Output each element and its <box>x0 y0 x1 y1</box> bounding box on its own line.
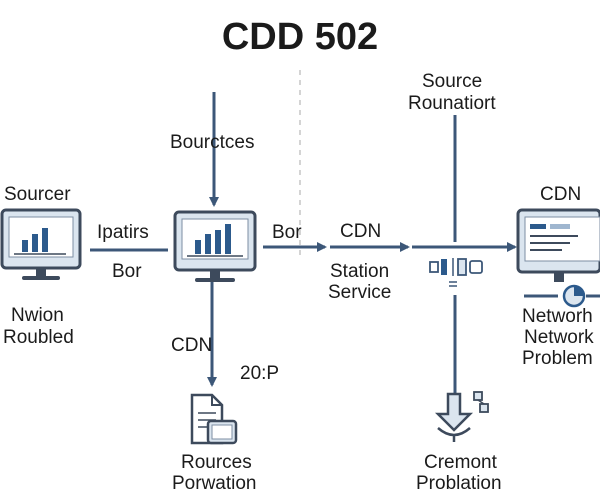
right-computer-caption-1: Networh <box>522 306 593 327</box>
right-computer-caption-3: Problem <box>522 348 593 369</box>
monitor-dashboard-icon <box>516 208 600 308</box>
edge-label-20p: 20:P <box>240 363 280 384</box>
document-tablet-icon <box>190 393 238 445</box>
download-antenna-icon <box>434 391 489 442</box>
source-label-1: Source <box>422 71 483 92</box>
monitor-bar-chart-icon <box>173 210 257 282</box>
station-label-1: Station <box>330 261 390 282</box>
edge-label-bor-left: Bor <box>112 261 142 282</box>
edge-label-cdn-down: CDN <box>171 335 213 356</box>
left-computer-caption-1: Nwion <box>11 305 64 326</box>
cdn-label: CDN <box>340 221 382 242</box>
bottom-node-label-2: Problation <box>416 473 502 494</box>
left-computer-caption-2: Roubled <box>3 327 74 348</box>
monitor-bar-chart-icon <box>0 208 82 280</box>
documents-label-2: Porwation <box>172 473 257 494</box>
page-title: CDD 502 <box>221 16 379 58</box>
left-computer-label: Sourcer <box>4 184 71 205</box>
edge-label-ipatirs: Ipatirs <box>97 222 149 243</box>
edge-label-bor-right: Bor <box>272 222 302 243</box>
bottom-node-label-1: Cremont <box>424 452 497 473</box>
documents-label-1: Rources <box>181 452 252 473</box>
right-computer-label: CDN <box>540 184 582 205</box>
right-computer-caption-2: Network <box>524 327 594 348</box>
source-label-2: Rounatiort <box>408 93 496 114</box>
station-label-2: Service <box>328 282 392 303</box>
network-node-icon <box>429 258 483 287</box>
connectors <box>90 92 517 395</box>
center-computer-label: Bourctces <box>170 132 255 153</box>
